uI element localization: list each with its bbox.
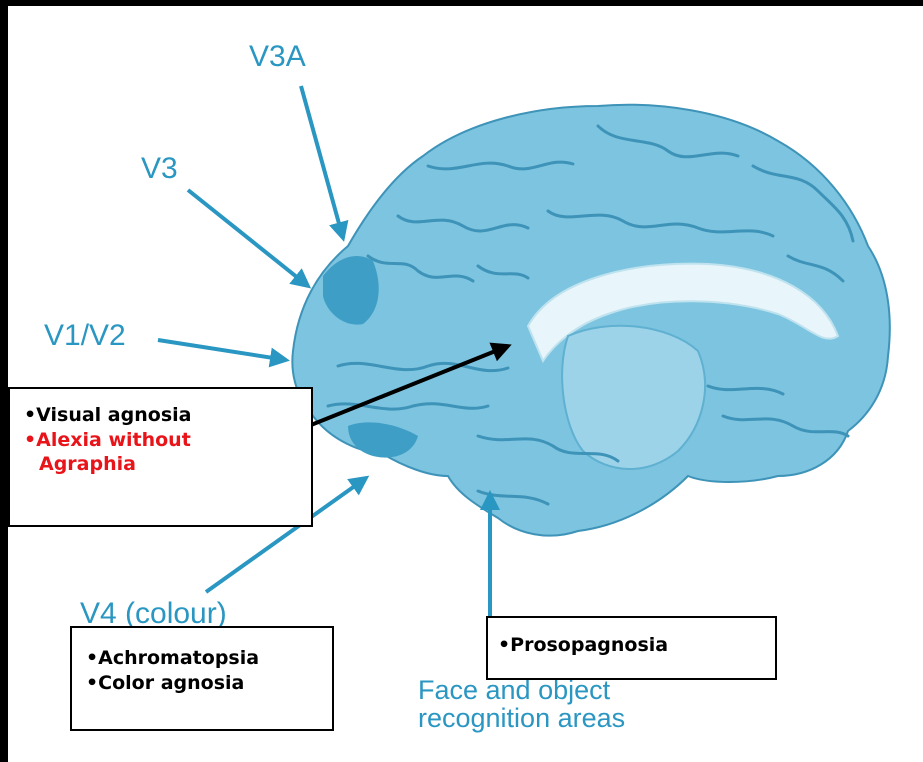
alexia-item: •Alexia without bbox=[24, 428, 301, 453]
label-v4: V4 (colour) bbox=[80, 599, 227, 629]
visual-agnosia-item: •Visual agnosia bbox=[24, 403, 301, 428]
color-agnosia-item: •Color agnosia bbox=[86, 671, 322, 696]
label-v3a: V3A bbox=[249, 42, 306, 72]
label-v3: V3 bbox=[141, 154, 178, 184]
prosopagnosia-item: •Prosopagnosia bbox=[498, 633, 765, 658]
alexia-item-continued: Agraphia bbox=[24, 452, 301, 477]
brain-shape bbox=[292, 105, 889, 536]
label-face-line2: recognition areas bbox=[418, 704, 625, 732]
label-v1v2: V1/V2 bbox=[44, 321, 126, 351]
label-face-line1: Face and object bbox=[418, 676, 625, 704]
prosopagnosia-box: •Prosopagnosia bbox=[486, 616, 777, 680]
label-face-object: Face and object recognition areas bbox=[418, 676, 625, 733]
achromatopsia-item: •Achromatopsia bbox=[86, 646, 322, 671]
visual-agnosia-box: •Visual agnosia •Alexia without Agraphia bbox=[8, 387, 313, 527]
v3-arrow bbox=[188, 190, 308, 286]
color-disorders-box: •Achromatopsia •Color agnosia bbox=[70, 626, 334, 731]
v1v2-arrow bbox=[158, 340, 286, 360]
slide: V3A V3 V1/V2 V4 (colour) Face and object… bbox=[8, 6, 923, 762]
v3a-arrow bbox=[301, 86, 343, 238]
